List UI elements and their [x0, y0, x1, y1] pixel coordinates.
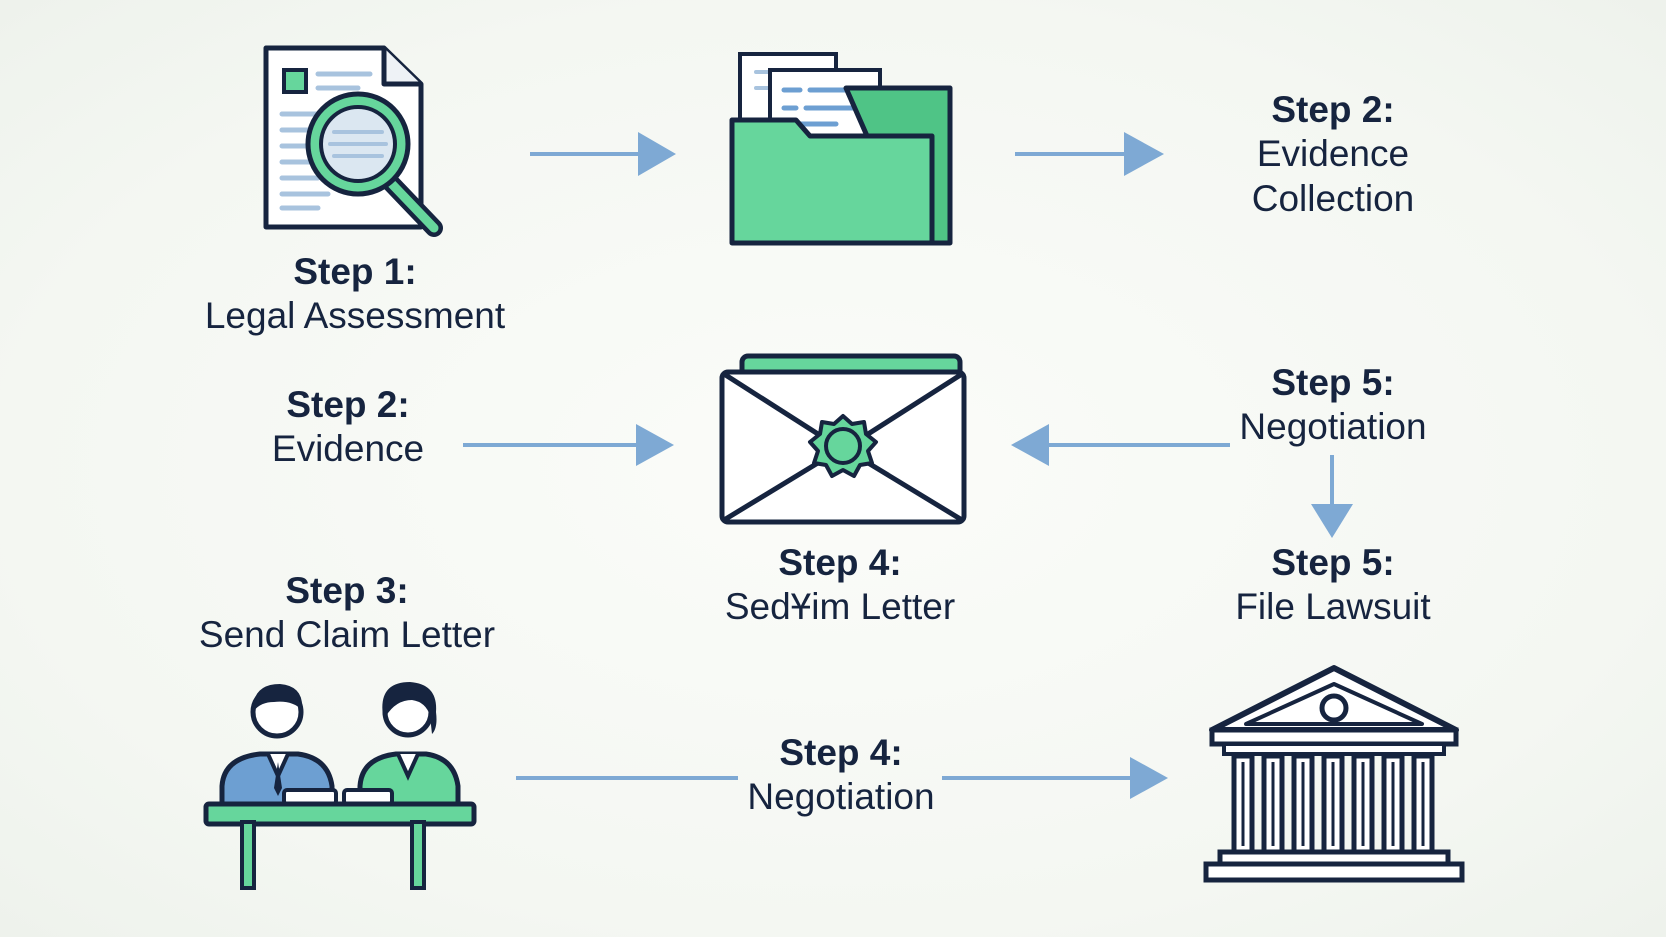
step-name: Legal Assessment	[204, 295, 506, 337]
document-magnifier-icon	[263, 45, 443, 237]
courthouse-icon	[1203, 665, 1465, 883]
step-name: Send Claim Letter	[198, 614, 496, 656]
step-name: File Lawsuit	[1235, 586, 1431, 628]
step-4-letter-label: Step 4: SedҰim Letter	[725, 541, 955, 630]
meeting-people-icon	[203, 682, 477, 890]
step-number: Step 2:	[286, 384, 410, 425]
folder-icon	[729, 52, 953, 246]
step-number: Step 5:	[1271, 542, 1395, 583]
arrow-step1-to-folder	[530, 132, 676, 176]
step-number: Step 2:	[1271, 89, 1395, 130]
step-3-label: Step 3: Send Claim Letter	[199, 569, 495, 658]
step-number: Step 5:	[1271, 362, 1395, 403]
step-number: Step 4:	[779, 732, 903, 773]
sealed-envelope-icon	[719, 353, 967, 525]
step-number: Step 4:	[778, 542, 902, 583]
step-number: Step 3:	[285, 570, 409, 611]
step-2-evidence-collection-label: Step 2: Evidence Collection	[1252, 88, 1414, 221]
step-name: Evidence	[271, 428, 425, 470]
arrow-folder-to-step2	[1015, 132, 1164, 176]
step-name: Negotiation	[747, 776, 935, 818]
arrow-negotiation-down	[1311, 455, 1353, 538]
step-number: Step 1:	[293, 251, 417, 292]
step-5-file-lawsuit-label: Step 5: File Lawsuit	[1235, 541, 1430, 630]
arrow-negotiation-to-envelope	[1011, 424, 1230, 466]
arrow-negotiation-to-courthouse	[942, 757, 1168, 799]
step-4-negotiation-label: Step 4: Negotiation	[747, 731, 934, 820]
step-2-evidence-label: Step 2: Evidence	[272, 383, 424, 472]
step-name: SedҰim Letter	[724, 586, 956, 628]
arrow-evidence-to-envelope	[463, 424, 674, 466]
step-1-label: Step 1: Legal Assessment	[205, 250, 505, 339]
step-5-negotiation-label: Step 5: Negotiation	[1239, 361, 1426, 450]
step-name: Negotiation	[1239, 406, 1427, 448]
step-name-line-1: Evidence	[1256, 133, 1410, 175]
step-name-line-2: Collection	[1251, 177, 1415, 219]
